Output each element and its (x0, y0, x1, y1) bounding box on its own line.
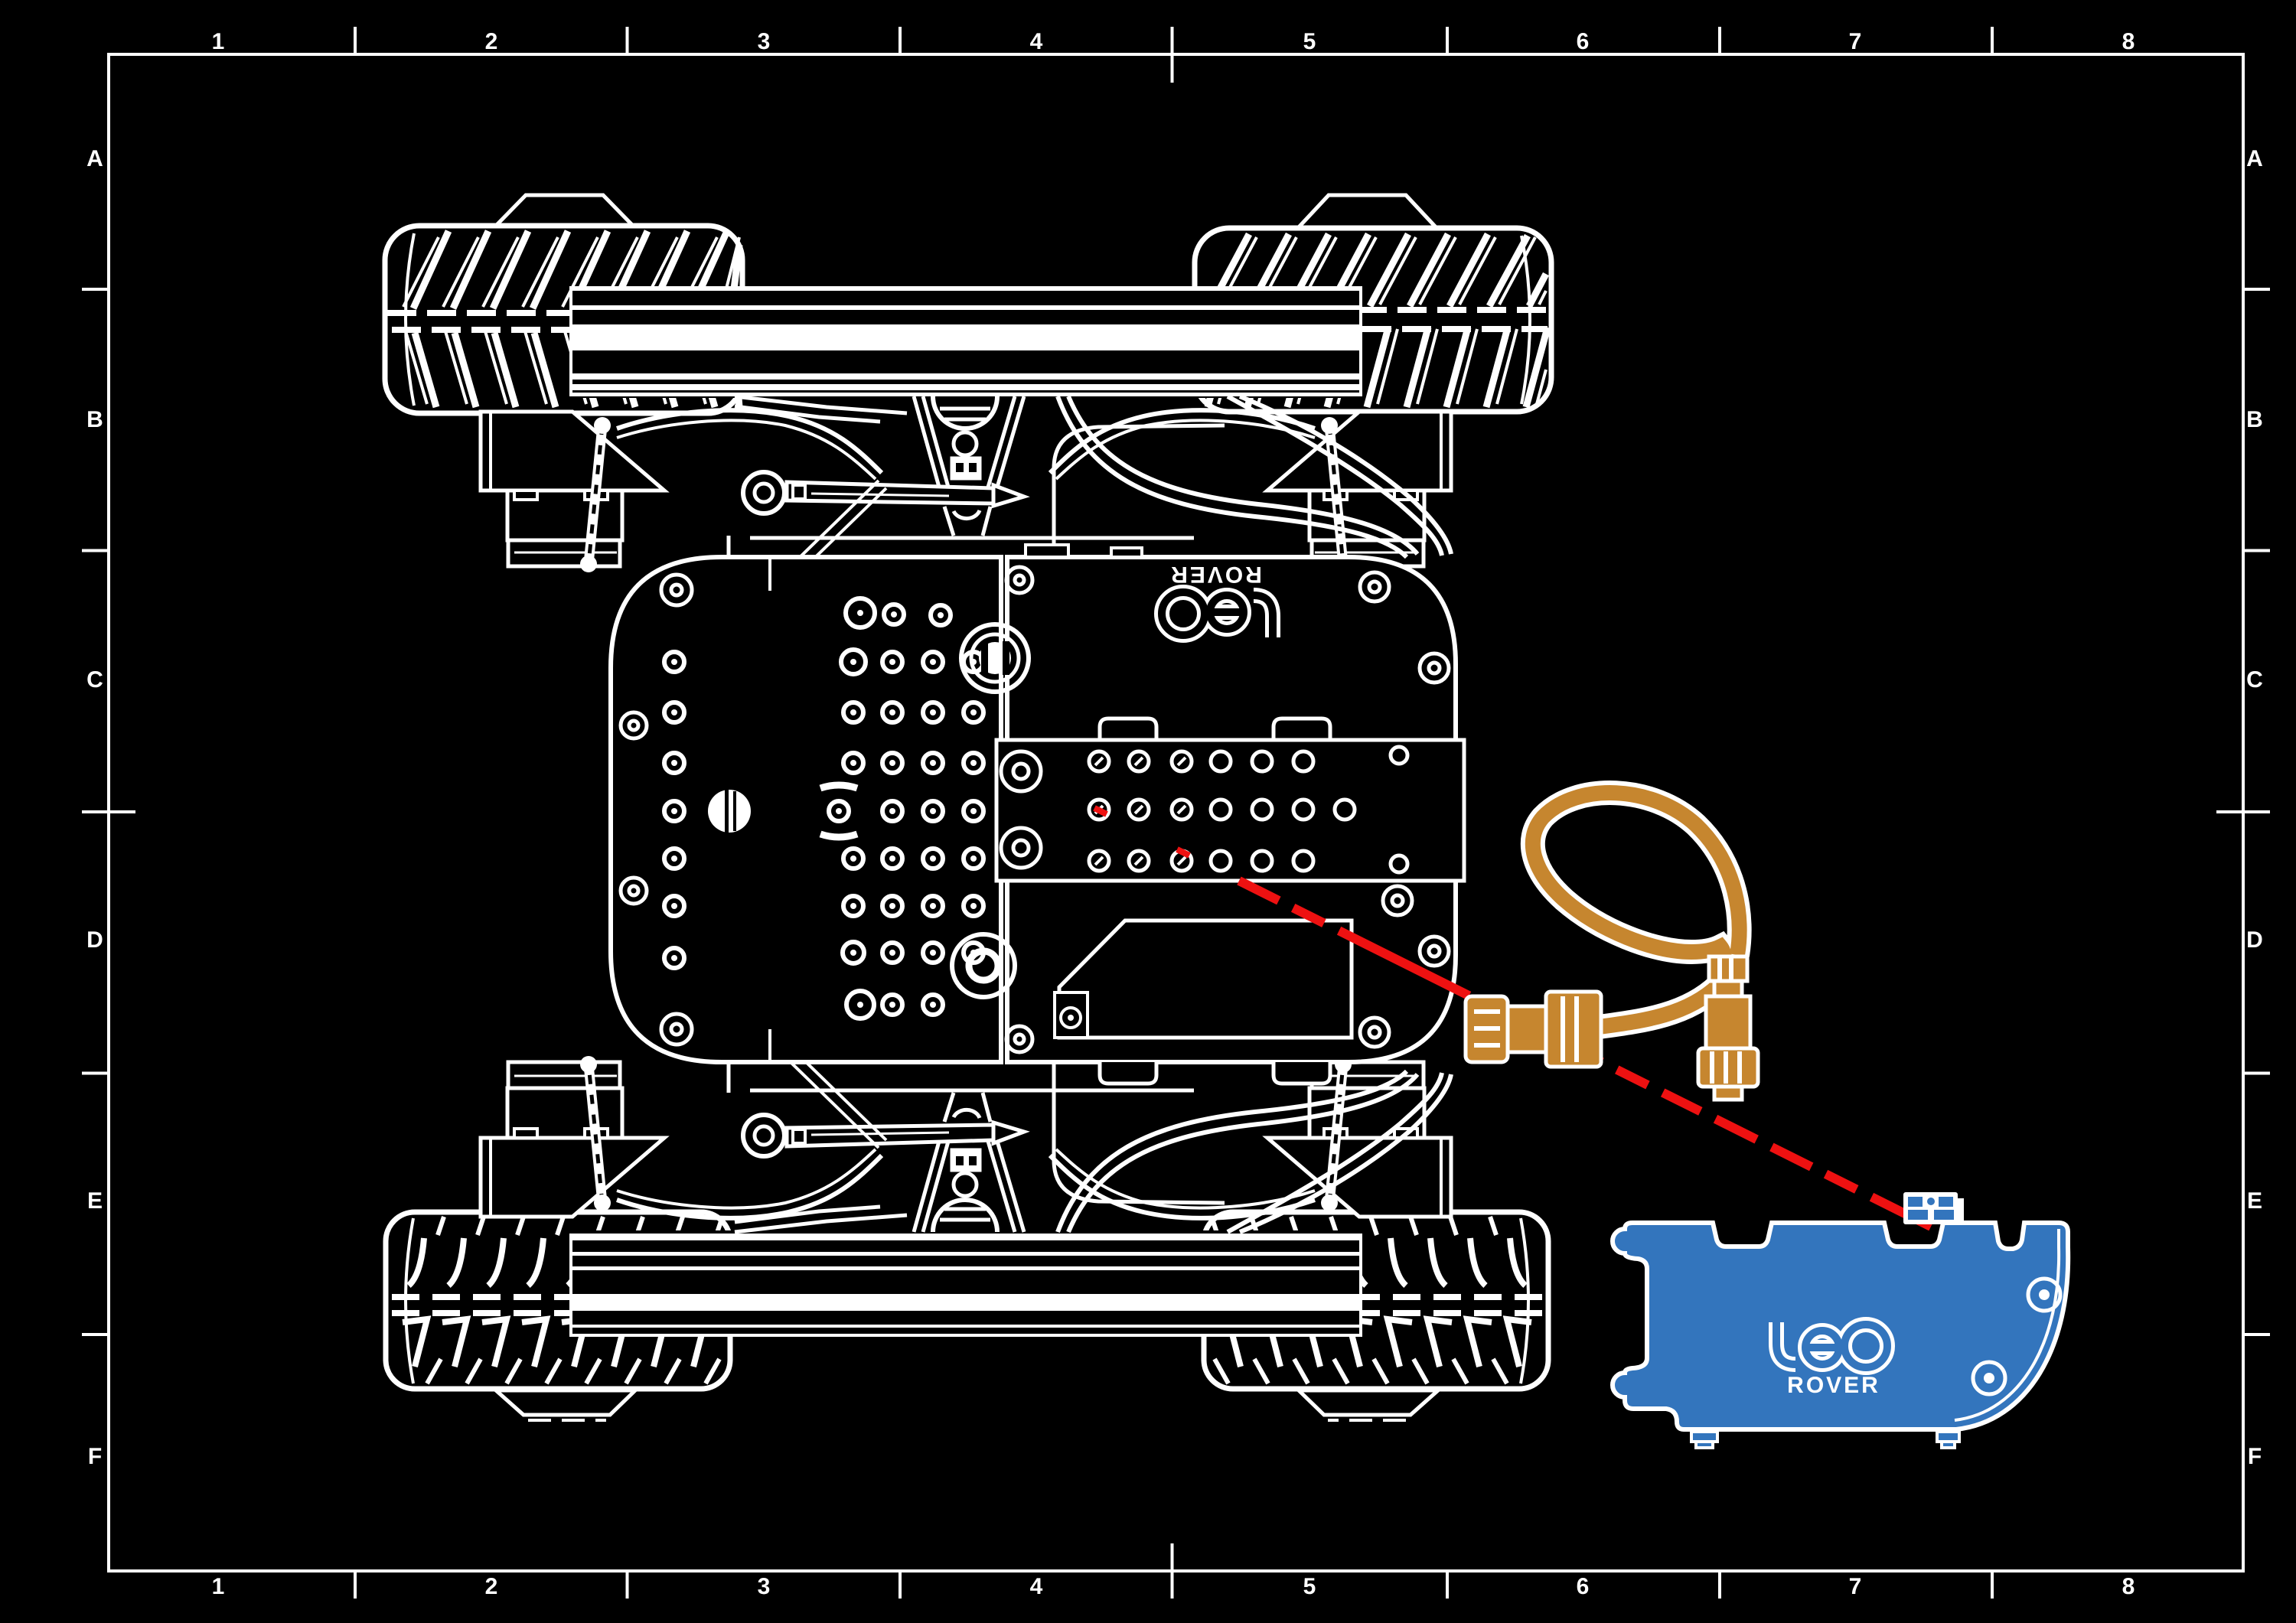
svg-text:A: A (86, 146, 103, 171)
svg-text:F: F (88, 1444, 102, 1469)
svg-text:C: C (86, 667, 103, 693)
svg-text:A: A (2246, 146, 2263, 171)
svg-text:D: D (2246, 927, 2263, 953)
svg-text:6: 6 (1577, 29, 1590, 54)
svg-text:ROVER: ROVER (1169, 562, 1262, 587)
svg-text:6: 6 (1577, 1574, 1590, 1599)
svg-text:1: 1 (212, 1574, 225, 1599)
svg-text:4: 4 (1030, 1574, 1043, 1599)
svg-text:3: 3 (758, 1574, 771, 1599)
svg-text:7: 7 (1849, 29, 1862, 54)
svg-text:4: 4 (1030, 29, 1043, 54)
svg-text:F: F (2248, 1444, 2262, 1469)
svg-text:8: 8 (2122, 1574, 2135, 1599)
svg-text:E: E (87, 1188, 103, 1214)
svg-text:B: B (86, 407, 103, 432)
svg-text:C: C (2246, 667, 2263, 693)
svg-text:2: 2 (485, 29, 498, 54)
svg-text:3: 3 (758, 29, 771, 54)
svg-text:E: E (2247, 1188, 2262, 1214)
svg-text:5: 5 (1303, 1574, 1316, 1599)
svg-text:B: B (2246, 407, 2263, 432)
svg-text:1: 1 (212, 29, 225, 54)
svg-text:5: 5 (1303, 29, 1316, 54)
svg-text:D: D (86, 927, 103, 953)
svg-text:8: 8 (2122, 29, 2135, 54)
svg-text:2: 2 (485, 1574, 498, 1599)
svg-text:ROVER: ROVER (1787, 1373, 1880, 1398)
svg-text:7: 7 (1849, 1574, 1862, 1599)
